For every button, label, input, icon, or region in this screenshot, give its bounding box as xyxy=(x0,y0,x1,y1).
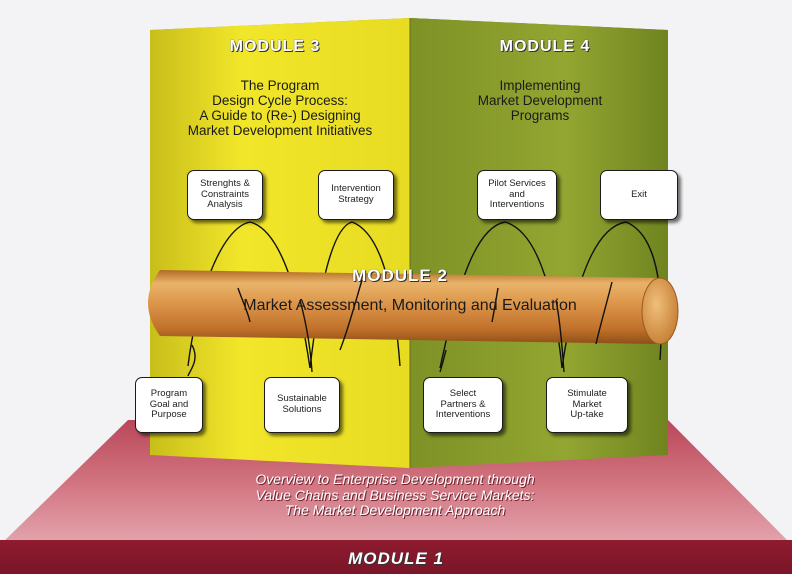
card-sustainable-line2: Solutions xyxy=(282,404,322,415)
card-select-line3: Interventions xyxy=(435,409,491,421)
card-strengths-line1: Strenghts & xyxy=(200,177,250,189)
card-intervention-line2: Strategy xyxy=(338,194,374,205)
module4-title: MODULE 4 xyxy=(499,38,591,55)
card-program-line2: Goal and xyxy=(149,398,189,410)
card-program-line3: Purpose xyxy=(151,409,187,421)
module1-description: Overview to Enterprise Development throu… xyxy=(160,471,630,519)
card-pilot-line3: Interventions xyxy=(489,199,545,211)
module4-panel xyxy=(410,18,668,468)
module3-line3: A Guide to (Re-) Designing xyxy=(199,108,361,124)
module2-subtitle: Market Assessment, Monitoring and Evalua… xyxy=(243,297,577,314)
module1-title: MODULE 1 xyxy=(348,549,444,568)
card-stimulate-line1: Stimulate xyxy=(567,387,607,399)
module2-tube-end xyxy=(641,277,679,345)
card-sustainable-line1: Sustainable xyxy=(277,393,327,405)
module4-line2: Market Development xyxy=(477,93,603,109)
cycle-loops-front xyxy=(187,279,613,377)
card-select-line1: Select xyxy=(449,387,477,399)
module3-description: The Program Design Cycle Process: A Guid… xyxy=(150,78,410,138)
module3-line1: The Program xyxy=(240,78,320,93)
module1-line3: The Market Development Approach xyxy=(284,502,506,519)
module3-panel xyxy=(150,18,410,468)
module3-line2: Design Cycle Process: xyxy=(212,93,348,109)
card-stimulate-line3: Up-take xyxy=(570,409,604,421)
card-pilot-line2: and xyxy=(509,188,525,200)
module2-tube xyxy=(148,270,672,344)
card-pilot-line1: Pilot Services xyxy=(488,177,546,189)
card-exit-line1: Exit xyxy=(631,188,647,200)
module1-line1: Overview to Enterprise Development throu… xyxy=(255,471,535,487)
module4-line1: Implementing xyxy=(499,78,581,93)
card-program-line1: Program xyxy=(150,387,188,399)
card-strengths-line3: Analysis xyxy=(207,199,243,211)
card-exit: Exit xyxy=(600,170,678,220)
card-select-line2: Partners & xyxy=(440,398,486,410)
module3-line4: Market Development Initiatives xyxy=(187,123,373,139)
module4-description: Implementing Market Development Programs xyxy=(430,78,650,123)
module4-line3: Programs xyxy=(510,108,570,124)
module2-title: MODULE 2 xyxy=(352,266,448,285)
card-strengths-line2: Constraints xyxy=(200,188,250,200)
module1-line2: Value Chains and Business Service Market… xyxy=(255,486,535,503)
card-stimulate-line2: Market xyxy=(572,398,602,410)
module3-title: MODULE 3 xyxy=(229,38,321,55)
module1-base-front xyxy=(0,540,792,574)
card-intervention-line1: Intervention xyxy=(331,183,381,195)
